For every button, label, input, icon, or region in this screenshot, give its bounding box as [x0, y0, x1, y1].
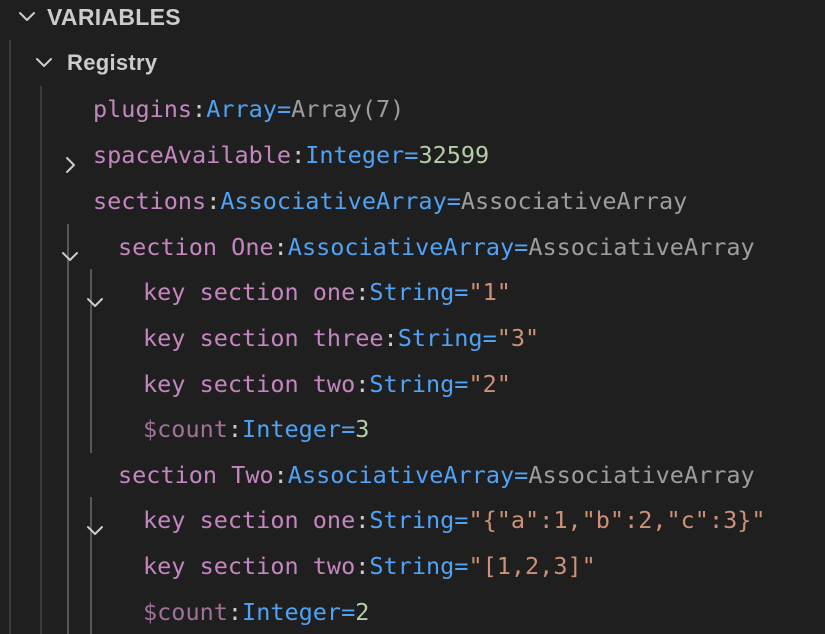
- variable-name: $count: [143, 415, 228, 443]
- variable-name: key section one: [143, 278, 356, 306]
- variable-value: AssociativeArray: [528, 233, 755, 261]
- indent-guide-scope: [40, 86, 42, 634]
- variable-name: $count: [143, 598, 228, 626]
- variable-value: "3": [496, 324, 540, 352]
- variable-row-sections[interactable]: sections: AssociativeArray = Associative…: [59, 178, 688, 261]
- variable-type: Integer: [305, 141, 405, 169]
- indent-guide-sections: [67, 224, 69, 634]
- indent-guide-root: [9, 40, 11, 634]
- variable-type: AssociativeArray: [287, 461, 515, 489]
- variable-value: "1": [468, 278, 511, 306]
- variable-row-plugins[interactable]: plugins: Array = Array(7): [60, 86, 405, 173]
- variable-row-key-section-one-json[interactable]: key section one: String = "{"a":1,"b":2,…: [143, 506, 766, 534]
- variable-value: 3: [355, 415, 370, 443]
- indent-guide-section-two: [90, 497, 92, 634]
- variable-value: 32599: [418, 141, 490, 169]
- chevron-down-icon: [84, 464, 106, 535]
- variable-type: String: [369, 370, 455, 398]
- variable-row-section-one[interactable]: section One: AssociativeArray = Associat…: [84, 224, 755, 307]
- variable-row-key-section-two[interactable]: key section two: String = "2": [143, 370, 511, 398]
- variable-row-key-section-one[interactable]: key section one: String = "1": [143, 278, 511, 306]
- variable-name: section One: [118, 233, 274, 261]
- variable-name: key section three: [143, 324, 384, 352]
- variable-name: sections: [93, 187, 207, 215]
- variable-row-key-section-two-array[interactable]: key section two: String = "[1,2,3]": [143, 552, 596, 580]
- variable-name: plugins: [93, 95, 193, 123]
- chevron-down-icon: [59, 190, 81, 261]
- variable-value: AssociativeArray: [460, 187, 688, 215]
- variable-value: "2": [468, 370, 511, 398]
- chevron-right-icon: [60, 98, 82, 173]
- variable-value: AssociativeArray: [528, 461, 755, 489]
- variable-type: String: [369, 552, 455, 580]
- variable-type: String: [369, 278, 455, 306]
- variable-value: "[1,2,3]": [468, 552, 596, 580]
- chevron-down-icon: [84, 236, 106, 307]
- variable-row-section-two[interactable]: section Two: AssociativeArray = Associat…: [84, 452, 755, 535]
- variable-row-count[interactable]: $count: Integer = 3: [143, 415, 370, 443]
- variables-section-header[interactable]: VARIABLES: [0, 0, 181, 40]
- variable-type: Integer: [242, 598, 342, 626]
- variable-value: Array(7): [291, 95, 405, 123]
- indent-guide-section-one: [90, 269, 92, 453]
- variable-type: String: [369, 506, 455, 534]
- variable-name: key section one: [143, 506, 356, 534]
- variable-value: "{"a":1,"b":2,"c":3}": [468, 506, 766, 534]
- variable-row-key-section-three[interactable]: key section three: String = "3": [143, 324, 540, 352]
- section-header-label: VARIABLES: [47, 3, 181, 30]
- chevron-down-icon: [33, 52, 55, 74]
- variable-type: String: [397, 324, 483, 352]
- chevron-down-icon: [16, 6, 38, 28]
- variable-row-spaceavailable[interactable]: spaceAvailable: Integer = 32599: [93, 141, 490, 169]
- scope-label: Registry: [67, 50, 158, 75]
- variable-type: Array: [206, 95, 277, 123]
- variable-value: 2: [355, 598, 370, 626]
- variable-name: section Two: [118, 461, 274, 489]
- scope-registry[interactable]: Registry: [0, 40, 157, 86]
- variable-name: key section two: [143, 370, 356, 398]
- variable-name: spaceAvailable: [93, 141, 292, 169]
- variable-type: AssociativeArray: [287, 233, 515, 261]
- variable-row-count-two[interactable]: $count: Integer = 2: [143, 598, 370, 626]
- variable-name: key section two: [143, 552, 356, 580]
- variable-type: Integer: [242, 415, 342, 443]
- variable-type: AssociativeArray: [220, 187, 447, 215]
